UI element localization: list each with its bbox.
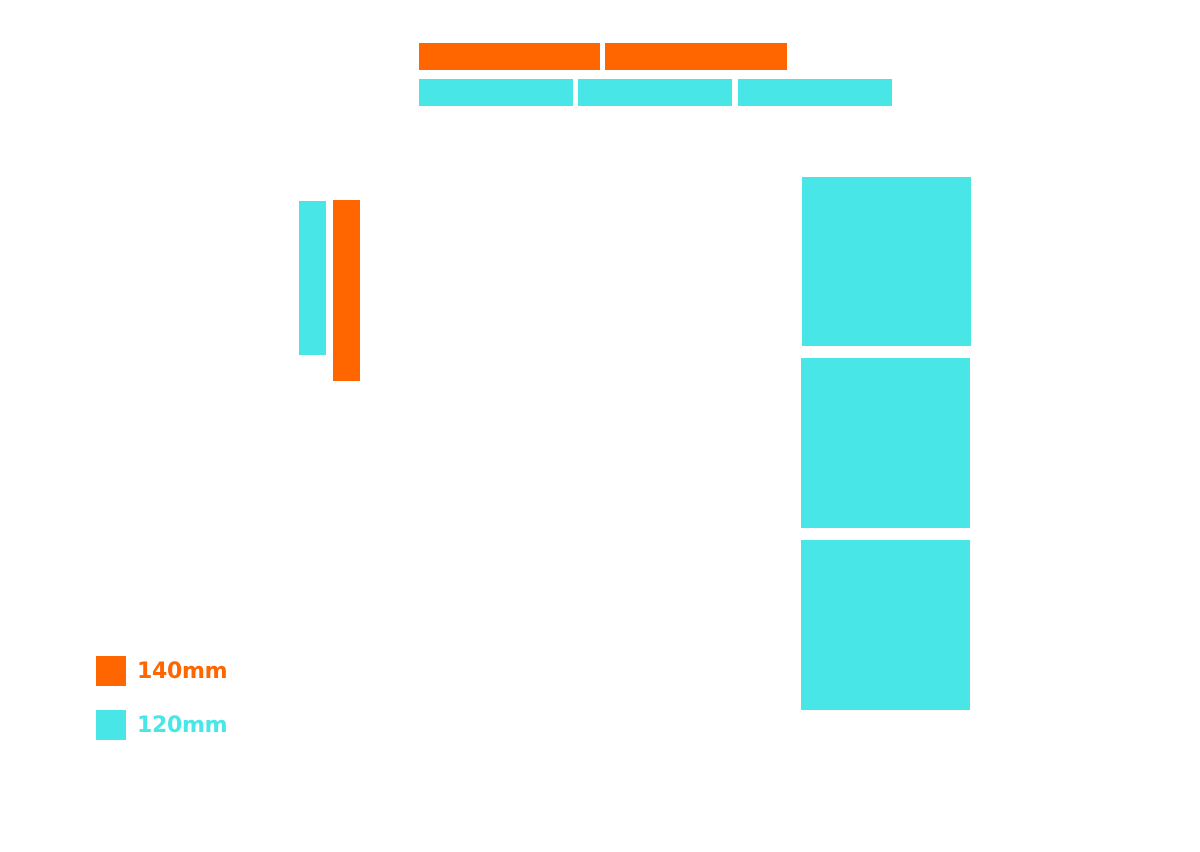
top-fan-140mm-1 [419, 43, 600, 70]
front-fan-120mm-3 [801, 540, 970, 710]
legend-item-140mm: 140mm [96, 656, 228, 686]
front-fan-120mm-2 [801, 358, 970, 528]
top-fan-140mm-2 [605, 43, 787, 70]
top-fan-120mm-1 [419, 79, 573, 106]
legend-swatch-140mm [96, 656, 126, 686]
top-fan-120mm-2 [578, 79, 732, 106]
legend-label-120mm: 120mm [137, 712, 228, 738]
rear-fan-140mm [333, 200, 360, 381]
legend-item-120mm: 120mm [96, 710, 228, 740]
legend-label-140mm: 140mm [137, 658, 228, 684]
legend-swatch-120mm [96, 710, 126, 740]
top-fan-120mm-3 [738, 79, 892, 106]
front-fan-120mm-1 [802, 177, 971, 346]
rear-fan-120mm [299, 201, 326, 355]
